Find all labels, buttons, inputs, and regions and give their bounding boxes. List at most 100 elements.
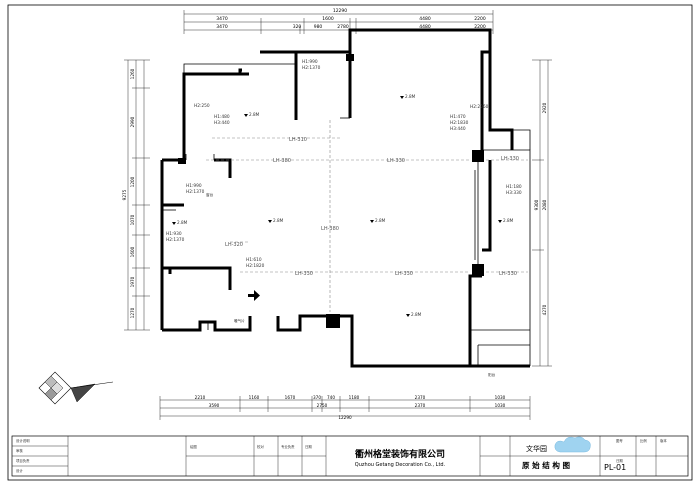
- h-e-2: H2:1370: [186, 189, 205, 195]
- beam-lh320: LH-320: [225, 242, 243, 248]
- tb-cell-r1: 图号: [616, 438, 623, 443]
- dim-top-r1-d: 2200: [474, 16, 486, 22]
- dim-left-b: 2990: [130, 116, 135, 127]
- beam-lh380-a: LH-380: [273, 158, 291, 164]
- dim-bot-r2-d: 1030: [495, 403, 506, 408]
- floor-mark: 2.8M: [172, 220, 188, 225]
- dim-bot-r2-a: 3590: [209, 403, 220, 408]
- dim-bot-r1-c: 1670: [285, 395, 296, 400]
- dim-bot-r1-a: 2210: [195, 395, 206, 400]
- beam-lh330-a: LH-330: [387, 158, 405, 164]
- bottom-dimension-labels: 2210 1160 1670 370 740 1180 2370 1030 35…: [195, 395, 506, 420]
- tb-cell-7: 专业负责: [281, 444, 295, 449]
- h-c-2: H2:1830: [450, 120, 469, 126]
- beam-lh330-d: LH-330: [395, 271, 413, 277]
- column-mid-right: [472, 150, 484, 162]
- floor-level-marks: 2.8M 2.8M 2.8M 2.8M 2.8M 2.8M 2.8M: [172, 94, 514, 317]
- floor-mark: 2.8M: [498, 218, 514, 223]
- tb-cell-r3: 版本: [660, 438, 667, 443]
- beam-lh310: LH-310: [289, 137, 307, 143]
- tb-cell-2: 审核: [16, 448, 23, 453]
- floor-mark: 2.8M: [268, 218, 284, 223]
- svg-text:2.8M: 2.8M: [411, 312, 422, 317]
- tb-cell-8: 日期: [305, 444, 312, 449]
- floor-mark: 2.8M: [400, 94, 416, 99]
- company-name-cn: 衢州格堂装饰有限公司: [355, 448, 445, 460]
- beam-labels: LH-310 LH-380 LH-330 LH-330 LH-380 LH-32…: [225, 137, 519, 277]
- dim-bot-r1-h: 1030: [495, 395, 506, 400]
- h-g-1: H1:610: [246, 257, 262, 263]
- beam-lh380-v: LH-380: [321, 226, 339, 232]
- dim-top-r2-f: 2200: [474, 24, 486, 30]
- dim-right-outer: 9300: [534, 199, 539, 210]
- bottom-dimensions: [159, 396, 531, 420]
- left-dimension-labels: 9275 1260 2990 1200 1070 1600 1970 1270: [122, 68, 135, 318]
- dim-bot-r1-d: 370: [313, 395, 321, 400]
- svg-text:2.8M: 2.8M: [177, 220, 188, 225]
- dim-left-c: 1200: [130, 176, 135, 187]
- dim-bot-total: 12290: [338, 415, 352, 420]
- small-labels: 窗台 阳台 暖气片: [206, 192, 496, 377]
- h-e-1: H1:990: [186, 183, 202, 189]
- column-low-right: [472, 264, 484, 276]
- dim-top-r2-e: 4480: [419, 24, 431, 30]
- beam-lines: [206, 120, 528, 312]
- top-dimension-labels: 12290 3470 1600 4480 2200 3470 320 980 2…: [216, 8, 486, 30]
- tb-cell-6: 校对: [257, 444, 264, 449]
- svg-text:2.8M: 2.8M: [249, 112, 260, 117]
- svg-text:2.8M: 2.8M: [273, 218, 284, 223]
- h-b-1: H1:480: [214, 114, 230, 120]
- svg-text:2.8M: 2.8M: [503, 218, 514, 223]
- column-top: [346, 54, 354, 61]
- project-name: 文华园: [526, 444, 547, 453]
- dim-bot-r1-b: 1160: [249, 395, 260, 400]
- svg-text:2.8M: 2.8M: [405, 94, 416, 99]
- cloud-logo-icon: [554, 436, 591, 453]
- tb-cell-r4: 日期: [616, 458, 623, 463]
- dim-bot-r1-e: 740: [327, 395, 335, 400]
- dim-bot-r1-g: 2370: [415, 395, 426, 400]
- beam-lh330-c: LH-330: [295, 271, 313, 277]
- floor-mark: 2.8M: [406, 312, 422, 317]
- dim-top-r2-b: 320: [293, 24, 302, 30]
- floor-mark: 2.8M: [370, 218, 386, 223]
- h-b-2: H3:440: [214, 120, 230, 126]
- h-top-2: H2:1370: [302, 65, 321, 71]
- dim-left-e: 1600: [130, 246, 135, 257]
- dim-right-b: 2080: [542, 199, 547, 210]
- svg-text:2.8M: 2.8M: [375, 218, 386, 223]
- dim-left-f: 1970: [130, 276, 135, 287]
- beam-lh330-b: LH-330: [501, 156, 519, 162]
- tb-cell-3: 项目负责: [16, 458, 30, 463]
- drawing-number: PL-01: [604, 463, 626, 472]
- entry-arrow-icon: [248, 290, 260, 301]
- dim-top-r2-d: 2780: [337, 24, 349, 30]
- label-window-sill: 窗台: [206, 192, 214, 197]
- h-d: H2:2060: [470, 104, 489, 110]
- dim-right-c: 4270: [542, 304, 547, 315]
- title-block: 设计说明 审核 项目负责 设计 绘图 校对 专业负责 日期 图号 比例 版本 日…: [11, 435, 689, 477]
- dim-top-r1-c: 4480: [419, 16, 431, 22]
- dim-top-r1-a: 3470: [216, 16, 228, 22]
- h-c-1: H1:470: [450, 114, 466, 120]
- dim-left-outer: 9275: [122, 189, 127, 200]
- tb-cell-4: 设计: [16, 468, 23, 473]
- h-f-1: H1:930: [166, 231, 182, 237]
- h-c-3: H3:440: [450, 126, 466, 132]
- h-g-2: H2:1820: [246, 263, 265, 269]
- right-dimensions: [532, 59, 552, 367]
- h-a: H2:250: [194, 103, 210, 109]
- dim-top-r2-c: 980: [314, 24, 323, 30]
- left-dimensions: [124, 59, 150, 331]
- columns: [178, 54, 484, 328]
- drawing-name: 原 始 结 构 图: [522, 460, 570, 470]
- orientation-seal-icon: [38, 371, 114, 405]
- thin-walls: [162, 52, 531, 366]
- tb-cell-1: 设计说明: [16, 438, 30, 443]
- column-left: [178, 158, 186, 164]
- label-balcony: 阳台: [488, 372, 496, 377]
- h-h-1: H1:180: [506, 184, 522, 190]
- tb-cell-r2: 比例: [640, 438, 647, 443]
- company-name-en: Quzhou Getang Decoration Co., Ltd.: [355, 462, 446, 468]
